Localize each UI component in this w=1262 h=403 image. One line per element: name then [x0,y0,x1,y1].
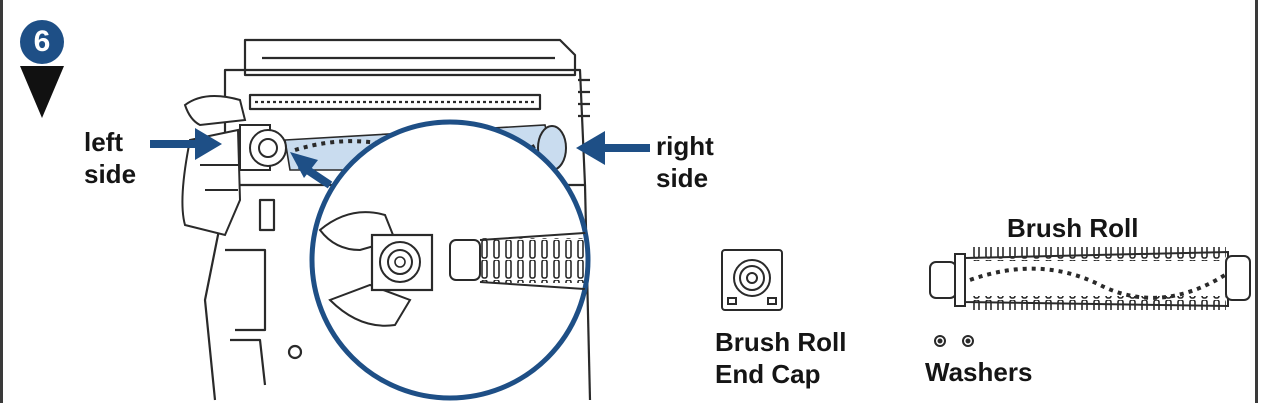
end-cap-icon [722,250,782,310]
right-side-arrow [576,131,650,165]
washers-label: Washers [925,356,1032,388]
end-cap-label: Brush Roll End Cap [715,326,846,390]
brush-roll-label: Brush Roll [1007,212,1138,244]
brush-roll-icon [930,247,1250,310]
washer-icon [935,336,973,346]
left-side-label: left side [84,126,136,190]
right-side-label: right side [656,130,714,194]
left-hand [182,96,245,235]
